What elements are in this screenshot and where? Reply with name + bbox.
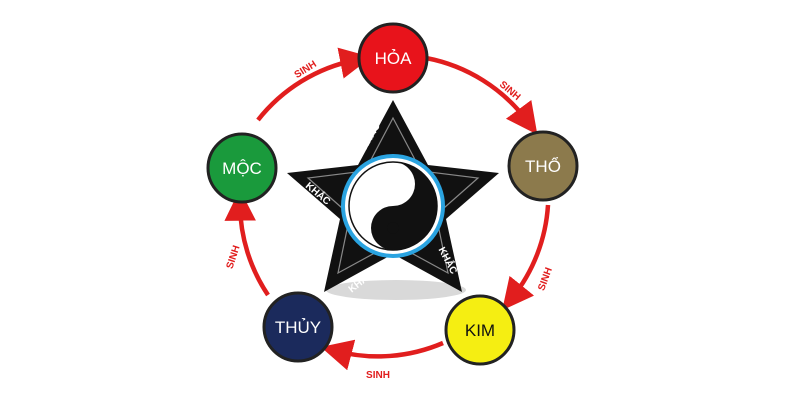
node-kim: KIM <box>444 294 516 366</box>
sinh-arc-moc-hoa <box>256 47 372 122</box>
sinh-arc-kim-thuy <box>320 339 444 371</box>
node-moc: MỘC <box>206 132 278 204</box>
sinh-arc-thuy-moc <box>224 189 270 297</box>
node-kim-circle <box>444 294 516 366</box>
yin-yang-icon <box>341 154 445 258</box>
node-thuy-label: THỦY <box>275 318 321 337</box>
node-moc-circle <box>206 132 278 204</box>
node-hoa-circle <box>357 22 429 94</box>
star-shadow <box>326 280 466 300</box>
sinh-arc-tho-kim <box>502 204 551 311</box>
khac-label-2: KHẮC <box>449 156 478 169</box>
sinh-arc-hoa-tho <box>425 55 538 135</box>
node-kim-label: KIM <box>465 321 495 340</box>
node-tho-circle <box>507 130 579 202</box>
node-moc-label: MỘC <box>222 159 262 178</box>
node-hoa: HỎA <box>357 22 429 94</box>
node-tho: THỔ <box>507 130 579 202</box>
node-thuy-circle <box>262 291 334 363</box>
node-tho-label: THỔ <box>525 157 561 176</box>
sinh-label-thuy-moc: SINH <box>225 244 243 270</box>
sinh-label-kim-thuy: SINH <box>366 370 390 381</box>
node-thuy: THỦY <box>262 291 334 363</box>
sinh-label-tho-kim: SINH <box>536 266 555 292</box>
node-hoa-label: HỎA <box>375 49 413 68</box>
